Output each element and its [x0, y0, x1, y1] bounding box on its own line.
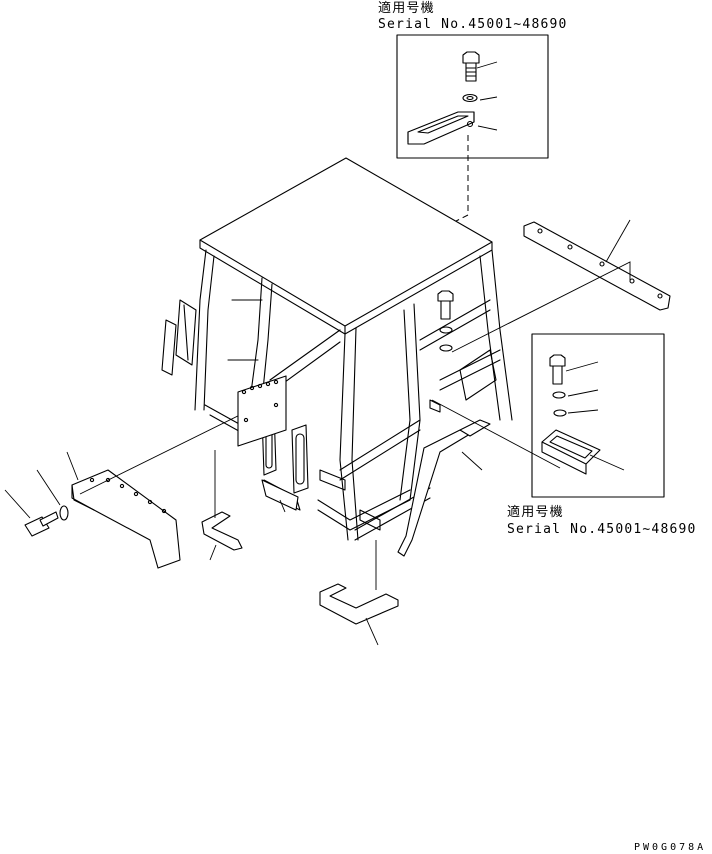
cab-frame — [161, 249, 513, 541]
callout-right-serial-range: Serial No.45001∼48690 — [507, 522, 697, 537]
rear-mount-bracket — [237, 375, 287, 447]
beam-locator-line — [451, 261, 631, 353]
right-step-rail — [397, 419, 491, 557]
bolt-icon — [462, 51, 480, 82]
left-fender-panel — [71, 469, 181, 569]
beam-leader — [605, 219, 631, 263]
cab-bolt-icon — [437, 290, 454, 320]
callout-box-top: 適用号機 Serial No.45001∼48690 — [378, 0, 568, 159]
cab-washer-icon — [439, 326, 453, 334]
right-step-leader — [461, 451, 483, 471]
rubber-pad-icon — [541, 429, 601, 475]
callout-top-leaders — [476, 61, 498, 131]
callout-right-applicable-label: 適用号機 — [507, 504, 564, 520]
upper-right-beam — [523, 221, 671, 311]
bracket-icon — [407, 111, 475, 145]
fender-washer-icon — [59, 505, 69, 521]
cab-washer-2-icon — [439, 344, 453, 352]
rear-lower-panel — [261, 479, 299, 511]
left-step — [201, 511, 243, 551]
callout-top-frame — [396, 34, 549, 159]
callout-right-frame — [531, 333, 665, 498]
fender-locator-line — [79, 403, 263, 495]
fender-leaders — [4, 451, 79, 519]
bolt-icon — [549, 354, 566, 385]
fender-bolt-icon — [24, 511, 59, 537]
callout-right-leaders — [565, 361, 625, 471]
left-step-leader — [209, 450, 217, 561]
bottom-step — [319, 583, 399, 625]
rear-lower-leader — [279, 499, 286, 513]
callout-top-applicable-label: 適用号機 — [378, 0, 435, 16]
washer-icon — [462, 93, 478, 103]
washer-icon — [552, 391, 566, 399]
washer-2-icon — [553, 409, 567, 417]
callout-top-serial-range: Serial No.45001∼48690 — [378, 17, 568, 32]
callout-right-locator-line — [431, 399, 561, 469]
callout-box-right: 適用号機 Serial No.45001∼48690 — [507, 333, 697, 537]
bottom-step-leader — [365, 540, 379, 646]
drawing-code: PW0G078A — [634, 842, 706, 853]
